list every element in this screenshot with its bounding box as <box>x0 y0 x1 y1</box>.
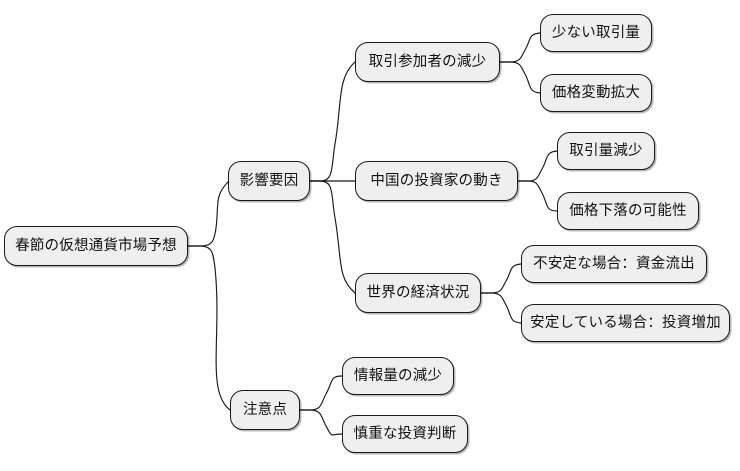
node-label: 注意点 <box>242 401 288 418</box>
node-label: 価格下落の可能性 <box>569 202 687 219</box>
mindmap-node-b1c1l2[interactable]: 価格変動拡大 <box>540 74 652 112</box>
edge-b1c1-to-b1c1l2 <box>499 61 541 94</box>
mindmap-node-root[interactable]: 春節の仮想通貨市場予想 <box>4 226 188 266</box>
node-label: 春節の仮想通貨市場予想 <box>15 237 177 254</box>
edge-root-to-branch1 <box>187 181 229 247</box>
node-label: 安定している場合：投資増加 <box>530 314 721 331</box>
node-label: 取引量減少 <box>569 142 643 159</box>
edge-b1c2-to-b1c2l2 <box>517 180 558 212</box>
node-label: 世界の経済状況 <box>366 284 470 301</box>
node-label: 慎重な投資判断 <box>353 425 457 442</box>
mindmap-node-b2c2[interactable]: 慎重な投資判断 <box>342 415 468 453</box>
node-label: 価格変動拡大 <box>551 84 641 101</box>
mindmap-node-b1c1[interactable]: 取引参加者の減少 <box>355 42 500 82</box>
edge-branch1-to-b1c1 <box>309 61 356 182</box>
edge-branch2-to-b2c2 <box>299 409 343 436</box>
edge-root-to-branch2 <box>187 245 231 411</box>
node-label: 影響要因 <box>239 172 299 189</box>
edge-b1c2-to-b1c2l1 <box>517 150 558 182</box>
mindmap-node-b1c1l1[interactable]: 少ない取引量 <box>540 14 652 52</box>
mindmap-node-b1c2[interactable]: 中国の投資家の動き <box>355 161 518 201</box>
mindmap-node-b1c3[interactable]: 世界の経済状況 <box>355 273 481 313</box>
node-label: 中国の投資家の動き <box>370 172 503 189</box>
mindmap-node-b1c3l2[interactable]: 安定している場合：投資増加 <box>521 304 730 342</box>
node-label: 取引参加者の減少 <box>368 53 487 70</box>
node-label: 情報量の減少 <box>353 367 443 384</box>
mindmap-node-b1c3l1[interactable]: 不安定な場合：資金流出 <box>521 245 707 283</box>
mindmap-node-b1c2l2[interactable]: 価格下落の可能性 <box>557 192 699 230</box>
mindmap-node-b1c2l1[interactable]: 取引量減少 <box>557 132 655 170</box>
node-label: 不安定な場合：資金流出 <box>533 255 695 272</box>
edge-branch1-to-b1c3 <box>309 180 356 294</box>
edge-b1c1-to-b1c1l1 <box>499 32 541 63</box>
mindmap-node-b2c1[interactable]: 情報量の減少 <box>342 357 454 395</box>
edge-branch2-to-b2c1 <box>299 375 343 411</box>
edge-b1c3-to-b1c3l1 <box>480 263 522 294</box>
mindmap-node-branch1[interactable]: 影響要因 <box>228 161 310 201</box>
edge-b1c3-to-b1c3l2 <box>480 292 522 324</box>
mindmap-node-branch2[interactable]: 注意点 <box>230 390 300 430</box>
node-label: 少ない取引量 <box>551 24 641 41</box>
